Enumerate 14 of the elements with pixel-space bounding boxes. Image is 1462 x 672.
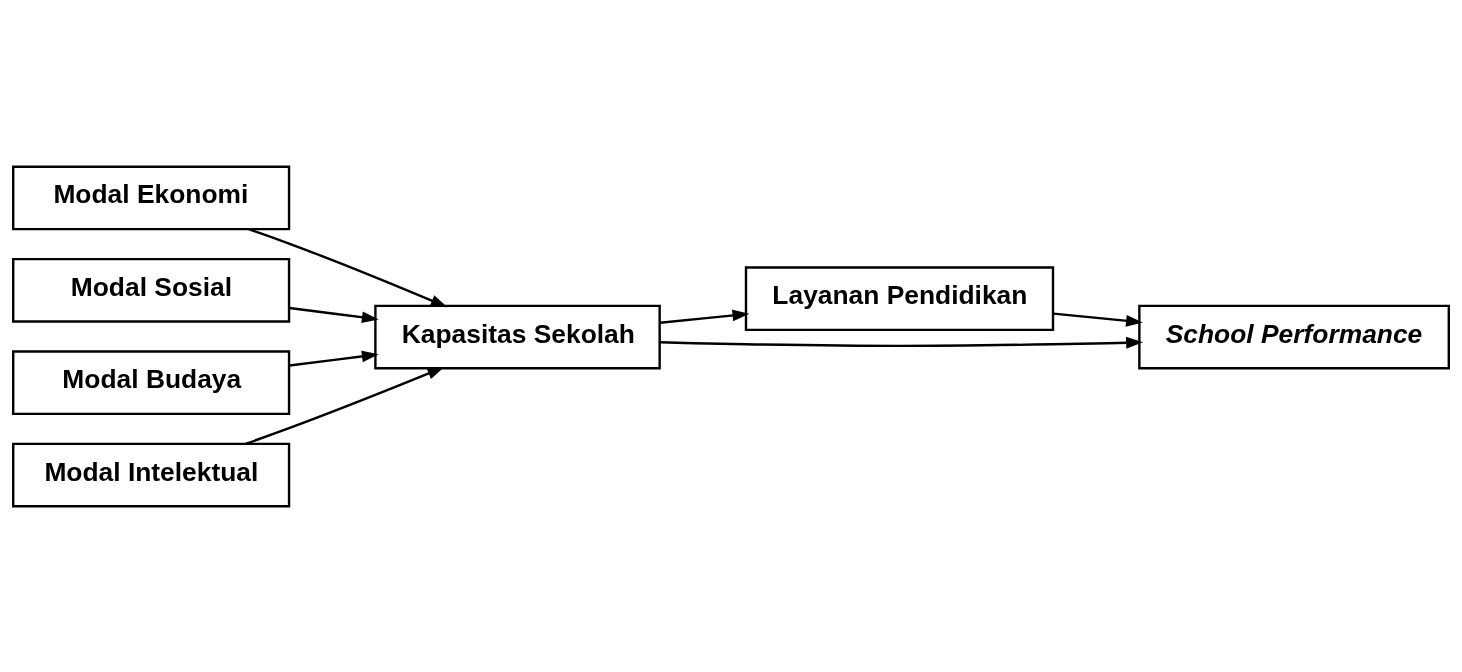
node-box: Layanan Pendidikan [744,265,1055,331]
arrow [1053,311,1143,327]
arrow [659,309,750,324]
node-box: Kapasitas Sekolah [374,304,661,369]
arrow [245,366,445,445]
node-box: Modal Sosial [12,257,291,323]
arrow [659,336,1143,349]
node-box: Modal Ekonomi [12,165,291,230]
arrow [289,306,379,323]
node-box: Modal Intelektual [12,442,291,507]
arrow [289,350,379,367]
node-box: Modal Budaya [12,349,291,415]
node-box: School Performance [1138,304,1450,369]
arrow [248,227,448,307]
